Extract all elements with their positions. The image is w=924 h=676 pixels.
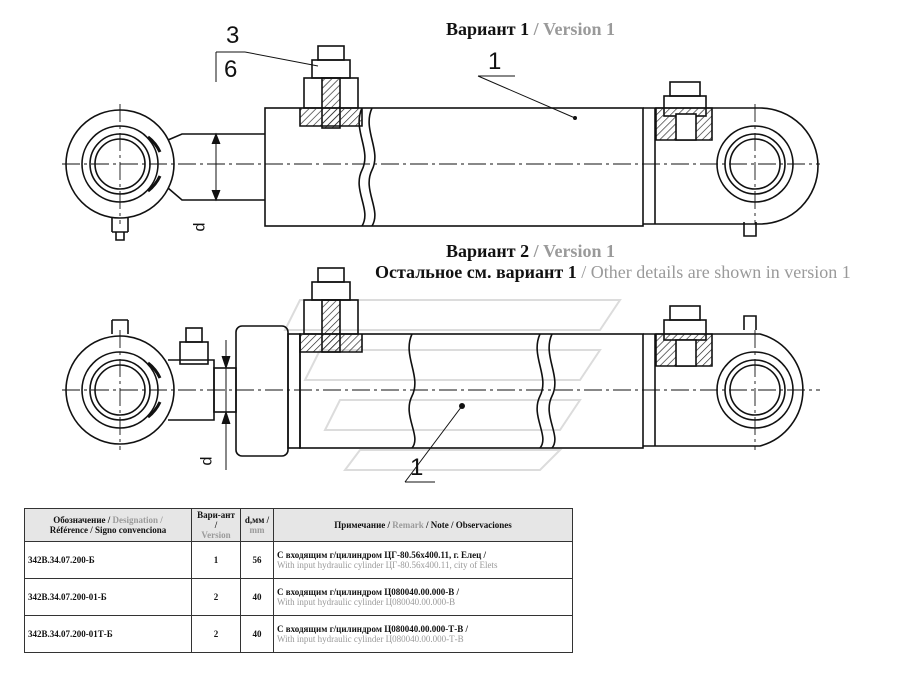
centerlines [62, 104, 820, 450]
barrel-v2 [299, 333, 644, 449]
table-row: 342В.34.07.200-Б 1 56 С входящим г/цилин… [24, 541, 573, 579]
header-designation: Обозначение / Designation / Référence / … [24, 508, 192, 542]
title-other-details: Остальное см. вариант 1 / Other details … [375, 262, 851, 282]
title-version-1: Вариант 1 / Version 1 [446, 19, 615, 39]
table-row: 342В.34.07.200-01Т-Б 2 40 С входящим г/ц… [24, 615, 573, 653]
callout-position-3: 3 [226, 22, 240, 49]
cell-note: С входящим г/цилиндром Ц080040.00.000-Т-… [273, 615, 573, 653]
dimension-d-v2 [220, 340, 236, 470]
cell-d: 40 [240, 578, 274, 616]
watermark [283, 299, 622, 471]
cylinder-version-2 [65, 267, 804, 457]
header-note: Примечание / Remark / Note / Observacion… [273, 508, 573, 542]
cell-designation: 342В.34.07.200-01-Б [24, 578, 192, 616]
callout-quantity-6: 6 [224, 56, 238, 83]
fitting-top-v1 [317, 45, 345, 61]
dimension-label-d-v1: d [191, 222, 209, 232]
cell-d: 40 [240, 615, 274, 653]
header-variant: Вари-ант /Version [191, 508, 241, 542]
cylinder-version-1 [65, 45, 819, 241]
dimension-d-v1 [211, 132, 221, 202]
title-version-2: Вариант 2 / Version 1 [446, 241, 615, 261]
cell-note: С входящим г/цилиндром ЦГ-80.56х400.11, … [273, 541, 573, 579]
cell-note: С входящим г/цилиндром Ц080040.00.000-В … [273, 578, 573, 616]
cell-designation: 342В.34.07.200-01Т-Б [24, 615, 192, 653]
table-header-row: Обозначение / Designation / Référence / … [24, 508, 573, 542]
table-row: 342В.34.07.200-01-Б 2 40 С входящим г/ци… [24, 578, 573, 616]
callout-part-1-v2: 1 [410, 454, 424, 481]
specification-table: Обозначение / Designation / Référence / … [24, 508, 573, 653]
leaders [215, 51, 576, 483]
cell-d: 56 [240, 541, 274, 579]
dimension-label-d-v2: d [198, 456, 216, 466]
cell-variant: 2 [191, 615, 241, 653]
cell-variant: 2 [191, 578, 241, 616]
cell-variant: 1 [191, 541, 241, 579]
header-d: d,мм /mm [240, 508, 274, 542]
cell-designation: 342В.34.07.200-Б [24, 541, 192, 579]
barrel-v1 [264, 107, 644, 227]
fitting-top-v2 [317, 267, 345, 283]
callout-part-1-v1: 1 [488, 48, 502, 75]
gland-head-v2 [235, 325, 289, 457]
